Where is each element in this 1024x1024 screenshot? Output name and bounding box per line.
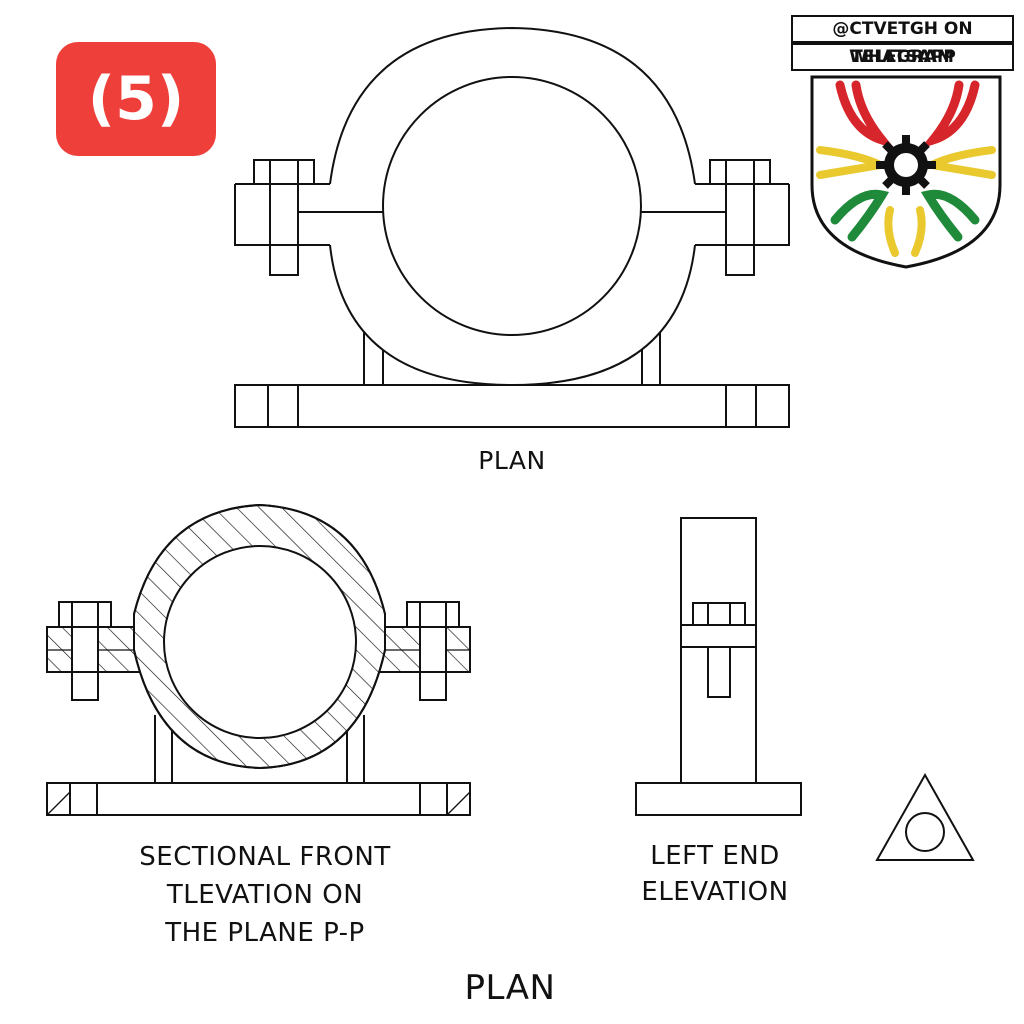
top-right-bolt-head	[709, 159, 771, 185]
top-base-plate	[234, 384, 790, 428]
bottom-caption: PLAN	[464, 968, 556, 1008]
top-left-bolt-head	[253, 159, 315, 185]
front-right-bolt-nut	[419, 671, 447, 701]
top-right-bolt-nut	[725, 244, 755, 276]
end-caption-line-1: LEFT END	[650, 841, 780, 871]
end-upright	[680, 517, 757, 784]
end-view	[635, 517, 802, 816]
top-view	[234, 26, 790, 428]
front-base-plate	[46, 782, 471, 816]
front-view-caption: SECTIONAL FRONT TLEVATION ON THE PLANE P…	[60, 838, 470, 952]
end-caption-line-2: ELEVATION	[641, 877, 789, 907]
number-badge: (5)	[56, 42, 216, 156]
front-caption-line-1: SECTIONAL FRONT	[139, 842, 391, 872]
shield-logo-icon	[791, 15, 1014, 269]
watermark: @CTVETGH ON TELEGRAM WHATSAPP 0208572415	[790, 15, 1015, 270]
end-bolt-nut	[707, 646, 731, 698]
front-caption-line-3: THE PLANE P-P	[165, 918, 365, 948]
number-badge-label: (5)	[87, 64, 185, 134]
top-left-bolt-nut	[269, 244, 299, 276]
front-bore-circle	[163, 545, 357, 739]
front-left-bolt-head	[58, 601, 112, 628]
end-view-caption: LEFT END ELEVATION	[610, 838, 820, 910]
front-right-bolt-head	[406, 601, 460, 628]
front-left-bolt-nut	[71, 671, 99, 701]
top-bore-circle	[382, 76, 642, 336]
top-view-caption: PLAN	[478, 446, 546, 475]
watermark-line-1: @CTVETGH ON TELEGRAM	[832, 19, 973, 67]
first-angle-projection-symbol-icon	[875, 772, 975, 861]
front-caption-line-2: TLEVATION ON	[166, 880, 364, 910]
sectional-front-view	[46, 503, 471, 816]
left-flange	[234, 183, 330, 246]
end-bolt-head	[692, 602, 746, 626]
end-base-plate	[635, 782, 802, 816]
end-flange	[680, 624, 757, 648]
right-flange	[695, 183, 790, 246]
